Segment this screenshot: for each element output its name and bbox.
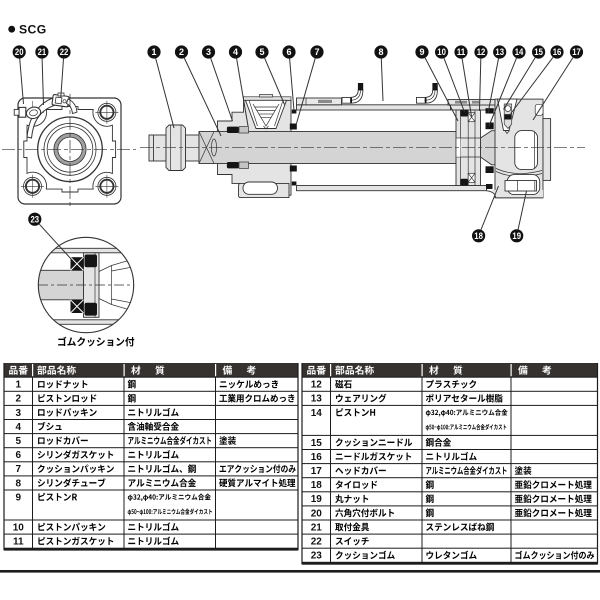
svg-text:10: 10	[437, 47, 446, 57]
svg-text:12: 12	[477, 47, 486, 57]
svg-text:3: 3	[206, 47, 211, 57]
svg-text:20: 20	[311, 508, 323, 519]
svg-text:18: 18	[474, 231, 483, 241]
svg-text:12: 12	[311, 380, 323, 391]
svg-text:7: 7	[314, 47, 319, 57]
svg-text:17: 17	[311, 466, 323, 477]
svg-text:19: 19	[311, 494, 323, 505]
svg-text:23: 23	[31, 214, 40, 224]
svg-text:4: 4	[233, 47, 238, 57]
svg-text:18: 18	[311, 480, 323, 491]
svg-text:23: 23	[311, 551, 323, 562]
svg-text:8: 8	[378, 47, 383, 57]
svg-text:2: 2	[179, 47, 184, 57]
svg-text:11: 11	[457, 47, 466, 57]
svg-text:17: 17	[572, 47, 581, 57]
svg-text:8: 8	[15, 478, 21, 489]
svg-text:11: 11	[13, 537, 24, 548]
svg-text:2: 2	[15, 394, 21, 405]
svg-text:19: 19	[512, 231, 521, 241]
svg-text:SCG: SCG	[19, 22, 47, 36]
svg-text:5: 5	[259, 47, 264, 57]
svg-text:9: 9	[15, 492, 21, 503]
svg-text:5: 5	[15, 436, 21, 447]
svg-text:1: 1	[15, 380, 21, 391]
svg-text:22: 22	[311, 537, 323, 548]
svg-text:13: 13	[311, 394, 323, 405]
svg-text:10: 10	[13, 522, 25, 533]
svg-text:16: 16	[553, 47, 562, 57]
svg-text:22: 22	[60, 47, 69, 57]
svg-text:7: 7	[15, 464, 21, 475]
svg-text:15: 15	[534, 47, 543, 57]
svg-text:6: 6	[15, 450, 21, 461]
svg-text:14: 14	[311, 408, 323, 419]
svg-text:13: 13	[495, 47, 504, 57]
svg-text:9: 9	[419, 47, 424, 57]
svg-text:21: 21	[311, 522, 323, 533]
svg-text:3: 3	[15, 408, 21, 419]
svg-text:4: 4	[15, 422, 21, 433]
svg-text:15: 15	[311, 438, 323, 449]
svg-text:1: 1	[151, 47, 156, 57]
svg-text:16: 16	[311, 452, 323, 463]
svg-text:6: 6	[286, 47, 291, 57]
svg-text:14: 14	[515, 47, 524, 57]
svg-text:20: 20	[15, 47, 24, 57]
svg-text:21: 21	[38, 47, 47, 57]
